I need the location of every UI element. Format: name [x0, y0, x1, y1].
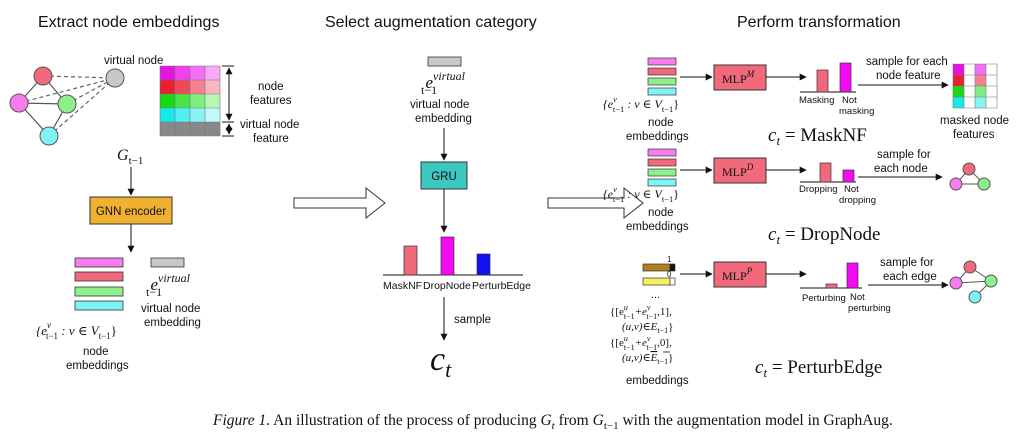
row1-bar-label-masking: Masking	[799, 95, 834, 106]
gru-box	[420, 161, 468, 190]
row1-ct-equation: ct = MaskNF	[768, 125, 867, 148]
graph-label: Gt−1	[117, 147, 143, 167]
graph-node-red	[33, 66, 53, 86]
bar-dropnode	[440, 236, 455, 276]
bar-perturbing	[825, 283, 838, 289]
mlp-m-label: MLPM	[722, 69, 755, 86]
mlp-d-box	[713, 157, 767, 184]
row2-drop-chart	[800, 162, 856, 183]
bar-label-masknf: MaskNF	[383, 280, 422, 292]
bar-not-perturbing	[846, 262, 859, 289]
bar-not-dropping	[842, 169, 855, 183]
flow-arrow-left	[293, 186, 386, 220]
gru-label: GRU	[431, 171, 457, 183]
input-graph	[9, 66, 125, 146]
bar-masking	[816, 69, 829, 93]
row3-embeddings-label: embeddings	[626, 375, 689, 387]
graph-node-green	[57, 94, 77, 114]
node-embeddings-stack	[74, 257, 124, 311]
row3-bar-label-perturbing: Perturbing	[802, 293, 846, 304]
gnn-encoder-label: GNN encoder	[96, 206, 166, 218]
perturbed-edge-graph	[949, 260, 998, 304]
row2-bar-label-dropping: Dropping	[799, 184, 838, 195]
middle-section-title: Select augmentation category	[325, 14, 537, 31]
row3-edge-embeddings	[642, 263, 676, 286]
category-distribution-chart	[383, 236, 523, 276]
left-section-title: Extract node embeddings	[38, 14, 219, 31]
sample-label: sample	[454, 314, 491, 326]
dropped-node-graph	[949, 162, 991, 191]
row2-ct-equation: ct = DropNode	[768, 224, 880, 247]
masked-feature-matrix	[952, 63, 998, 109]
bar-masknf	[403, 245, 418, 276]
graph-node-pink	[9, 93, 29, 113]
bar-dropping	[819, 162, 832, 183]
virtual-embedding-bar	[150, 257, 185, 268]
node-feature-matrix	[159, 65, 221, 137]
flow-arrow-right	[547, 186, 644, 220]
bar-label-dropnode: DropNode	[423, 280, 471, 292]
ct-symbol: ct	[430, 341, 452, 382]
row2-embeddings-stack	[647, 148, 677, 187]
row1-embeddings-stack	[647, 57, 677, 96]
middle-virtual-embedding-bar	[427, 56, 462, 67]
mlp-p-box	[713, 261, 767, 288]
virtual-node	[105, 68, 125, 88]
graph-node-cyan	[39, 126, 59, 146]
row3-label-one: 1	[667, 255, 672, 264]
virtual-node-label: virtual node	[104, 55, 163, 67]
row3-dots: ...	[651, 289, 660, 301]
bar-not-masking	[839, 62, 852, 93]
mlp-p-label: MLPP	[722, 266, 753, 283]
row3-perturb-chart	[800, 262, 862, 289]
right-section-title: Perform transformation	[737, 14, 901, 31]
bar-label-perturbedge: PerturbEdge	[472, 280, 531, 292]
figure-caption: Figure 1. An illustration of the process…	[212, 412, 893, 432]
row1-mask-chart	[800, 62, 856, 93]
mlp-m-box	[713, 64, 767, 91]
row3-label-zero: 0	[667, 270, 672, 279]
bar-perturbedge	[476, 253, 491, 276]
mlp-d-label: MLPD	[722, 162, 754, 179]
row3-ct-equation: ct = PerturbEdge	[755, 357, 882, 380]
